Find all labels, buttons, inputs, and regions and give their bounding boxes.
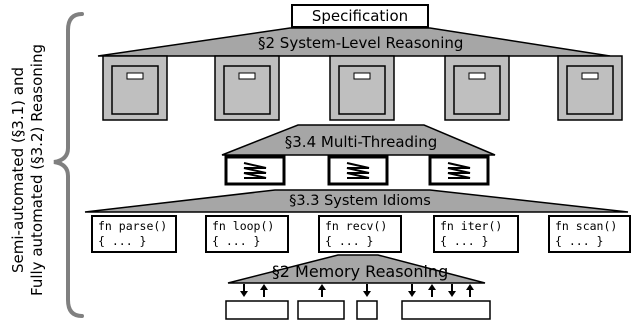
function-box-scan: fn scan(){ ... } [548,215,631,253]
arrow-up-icon [428,284,436,297]
function-signature: fn iter() [440,219,503,233]
function-body: { ... } [555,234,604,248]
server-icon [557,55,623,121]
function-box-recv: fn recv(){ ... } [318,215,402,253]
thread-squiggle [243,162,267,179]
system-idioms-label: §3.3 System Idioms [289,193,431,209]
thread-squiggle [447,162,471,179]
arrow-up-icon [318,284,326,297]
arrow-head [428,284,436,290]
function-box-iter: fn iter(){ ... } [433,215,519,253]
server-icon [214,55,280,121]
arrow-down-icon [448,284,456,297]
specification-box: Specification [291,4,429,28]
scope-brace [53,12,84,318]
memory-block [356,300,378,320]
reasoning-mode-line-1: Semi-automated (§3.1) and [9,67,27,273]
function-box-parse: fn parse(){ ... } [91,215,177,253]
system-level-label: §2 System-Level Reasoning [258,34,464,52]
server-slot [581,72,599,80]
function-body: { ... } [325,234,374,248]
function-body: { ... } [440,234,489,248]
arrow-down-icon [363,284,371,297]
arrow-down-icon [240,284,248,297]
arrow-head [240,291,248,297]
reasoning-mode-label: Semi-automated (§3.1) and Fully automate… [9,44,47,296]
server-icon [329,55,395,121]
thread-icon [224,155,286,186]
memory-block [225,300,289,320]
function-signature: fn scan() [555,219,618,233]
server-slot [126,72,144,80]
server-slot [238,72,256,80]
multi-threading-label: §3.4 Multi-Threading [284,133,438,151]
function-signature: fn recv() [325,219,388,233]
reasoning-mode-line-2: Fully automated (§3.2) Reasoning [28,44,46,296]
arrow-head [260,284,268,290]
memory-block [297,300,345,320]
server-drive-bay [338,65,386,115]
arrow-head [408,291,416,297]
thread-squiggle [346,162,370,179]
server-drive-bay [111,65,159,115]
server-slot [353,72,371,80]
arrow-head [466,284,474,290]
function-signature: fn parse() [98,219,168,233]
memory-block [401,300,491,320]
memory-reasoning-label: §2 Memory Reasoning [271,262,449,281]
function-box-loop: fn loop(){ ... } [205,215,289,253]
arrow-head [363,291,371,297]
thread-icon [327,155,389,186]
arrow-up-icon [260,284,268,297]
function-body: { ... } [98,234,147,248]
arrow-up-icon [466,284,474,297]
function-body: { ... } [212,234,261,248]
server-icon [444,55,510,121]
memory-reasoning-trapezoid [227,254,486,284]
system-idioms-trapezoid [84,189,629,213]
server-icon [102,55,168,121]
arrow-head [318,284,326,290]
arrow-head [448,291,456,297]
multi-threading-trapezoid [221,124,496,156]
thread-icon [428,155,490,186]
server-slot [468,72,486,80]
function-signature: fn loop() [212,219,275,233]
arrow-down-icon [408,284,416,297]
